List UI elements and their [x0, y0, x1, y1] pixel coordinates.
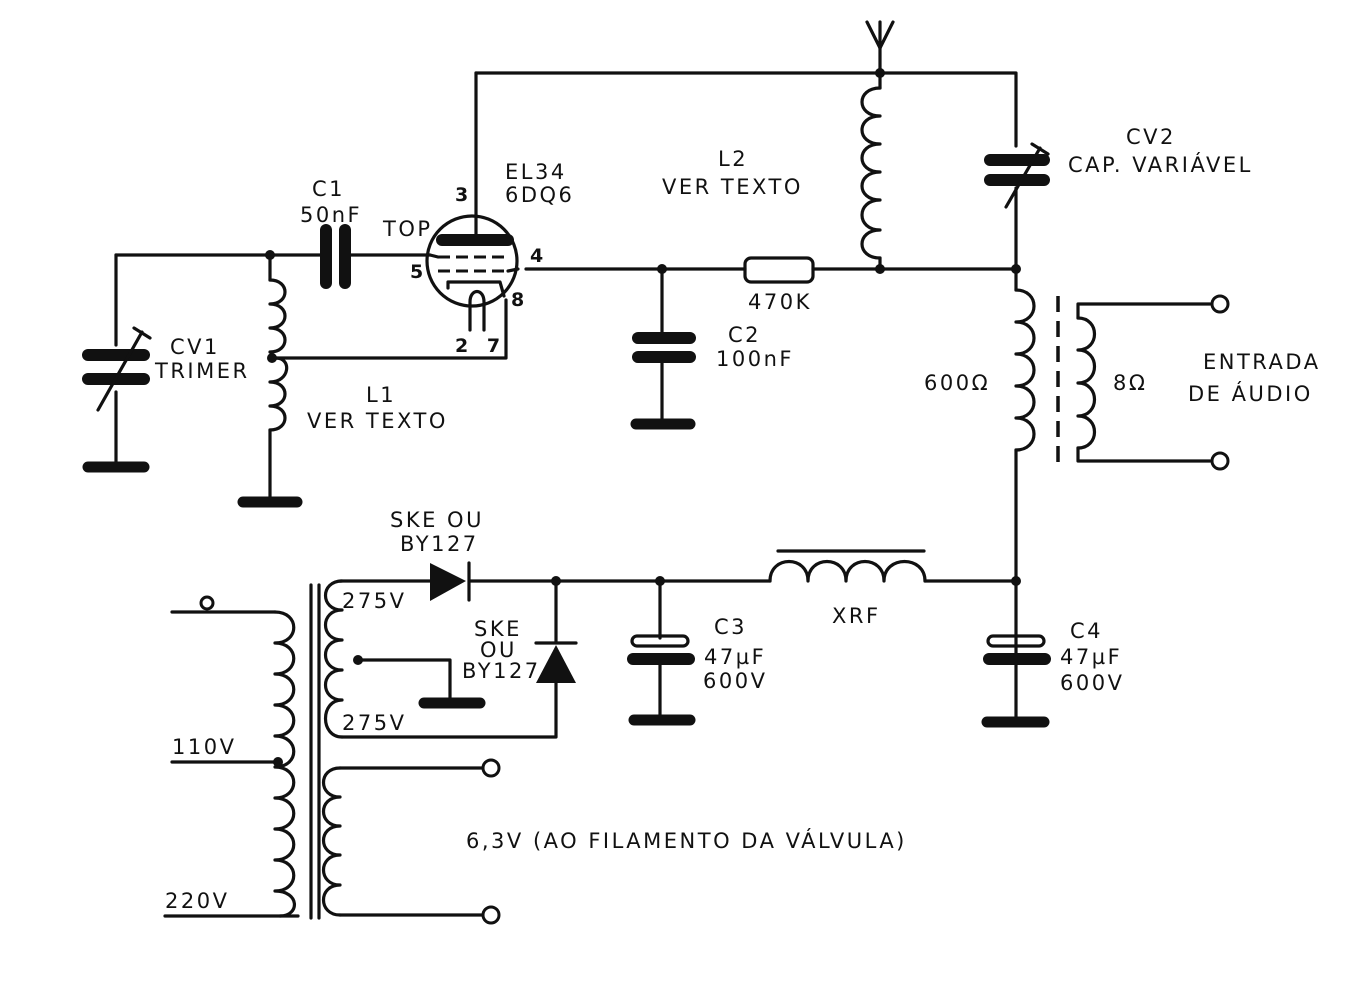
r1-resistor: [743, 256, 815, 284]
tout-primary: 600Ω: [924, 371, 990, 395]
c4-electrolytic: [983, 634, 1051, 665]
c3-voltage: 600V: [703, 669, 767, 693]
filament-label: 6,3V (AO FILAMENTO DA VÁLVULA): [466, 828, 907, 853]
tap-110v: 110V: [172, 735, 236, 759]
c3-electrolytic: [627, 634, 695, 665]
c4-ref: C4: [1070, 619, 1103, 643]
filament-terminal-top[interactable]: [481, 758, 501, 778]
c1-ref: C1: [312, 177, 345, 201]
wires: [114, 71, 1212, 918]
d2-line3: BY127: [462, 659, 541, 683]
tube-pin-4: 4: [530, 245, 543, 267]
tap-220v: 220V: [165, 889, 229, 913]
tout-secondary: 8Ω: [1113, 371, 1147, 395]
tube-pin-5: 5: [410, 261, 423, 283]
c1-capacitor: [320, 224, 351, 289]
tube-type-2: 6DQ6: [505, 183, 574, 207]
l2-ref: L2: [718, 147, 748, 171]
filament-terminal-bottom[interactable]: [481, 905, 501, 925]
sec-bottom-voltage: 275V: [342, 711, 406, 735]
tube-pin-8: 8: [511, 289, 524, 311]
labels: C1 50nF TOP 3 5 4 8 2 7 EL34 6DQ6 CV1 TR…: [154, 125, 1321, 913]
cv1-desc: TRIMER: [154, 359, 250, 383]
cv1-trimmer: [82, 326, 152, 412]
tube-top-label: TOP: [382, 217, 433, 241]
c2-value: 100nF: [716, 347, 794, 371]
audio-input-line2: DE ÁUDIO: [1188, 381, 1313, 406]
output-transformer: [1014, 288, 1230, 471]
c4-voltage: 600V: [1060, 671, 1124, 695]
sec-top-voltage: 275V: [342, 589, 406, 613]
d2-line2: OU: [480, 638, 517, 662]
audio-input-line1: ENTRADA: [1203, 350, 1321, 374]
c3-value: 47µF: [704, 645, 766, 669]
mains-terminal[interactable]: [199, 595, 215, 611]
c2-ref: C2: [728, 323, 761, 347]
c2-capacitor: [632, 332, 696, 363]
c3-ref: C3: [714, 615, 747, 639]
tube-pins-2-7: 2 7: [455, 335, 506, 357]
l2-desc: VER TEXTO: [662, 175, 803, 199]
cv2-desc: CAP. VARIÁVEL: [1068, 152, 1253, 177]
audio-input-terminal-top[interactable]: [1210, 294, 1230, 314]
junction-dots: [265, 68, 1021, 767]
d1-line2: BY127: [400, 532, 479, 556]
vacuum-tube: [425, 213, 520, 332]
d1-diode: [430, 561, 471, 602]
d2-line1: SKE: [474, 617, 522, 641]
r1-value: 470K: [748, 290, 812, 314]
d1-line1: SKE OU: [390, 508, 484, 532]
xrf-choke: [768, 549, 927, 583]
l2-inductor: [860, 86, 882, 260]
cv2-ref: CV2: [1126, 125, 1176, 149]
cv1-ref: CV1: [170, 335, 220, 359]
tube-pin-3: 3: [455, 184, 468, 206]
antenna-icon: [865, 20, 895, 75]
d2-diode: [534, 641, 578, 683]
ground-symbols: [82, 418, 1050, 728]
l1-ref: L1: [366, 383, 396, 407]
c4-value: 47µF: [1060, 645, 1122, 669]
tube-type-1: EL34: [505, 160, 567, 184]
l1-inductor: [268, 278, 289, 432]
c1-value: 50nF: [300, 203, 362, 227]
cv2-variable-capacitor: [984, 142, 1050, 209]
l1-desc: VER TEXTO: [307, 409, 448, 433]
power-transformer: [199, 579, 501, 925]
xrf-ref: XRF: [832, 604, 881, 628]
audio-input-terminal-bottom[interactable]: [1210, 451, 1230, 471]
